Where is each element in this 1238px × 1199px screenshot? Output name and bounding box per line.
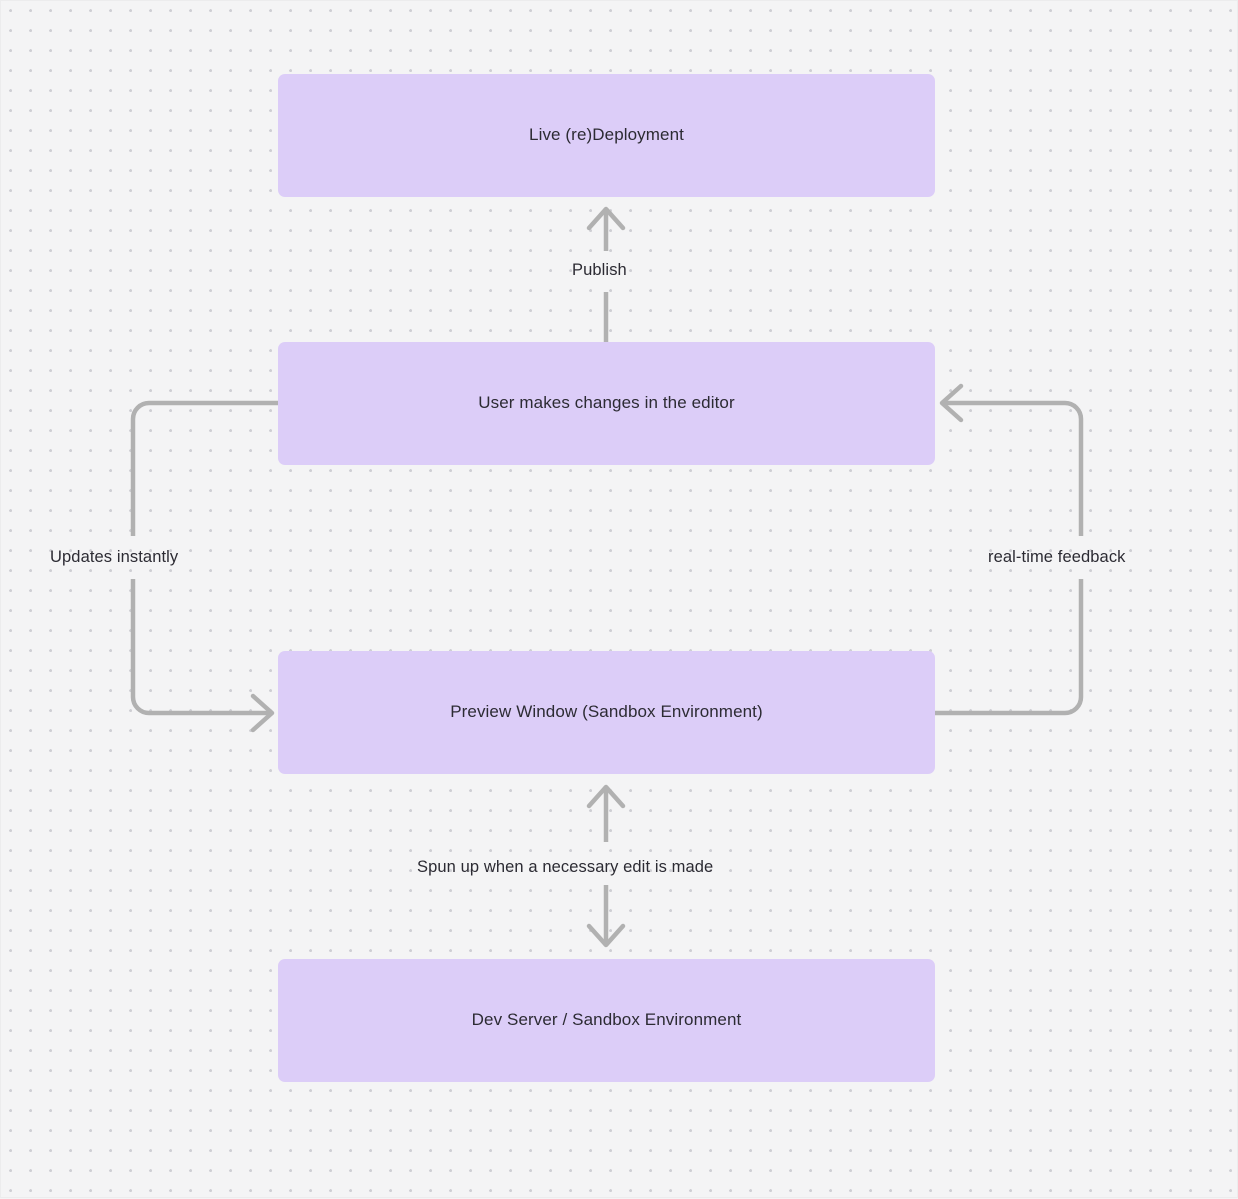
edge-label-updates-instantly: Updates instantly: [50, 548, 179, 566]
edge-label-spun-up: Spun up when a necessary edit is made: [417, 858, 714, 876]
node-dev-server[interactable]: Dev Server / Sandbox Environment: [278, 959, 935, 1082]
edge-label-real-time-feedback: real-time feedback: [988, 548, 1126, 566]
node-live-redeployment[interactable]: Live (re)Deployment: [278, 74, 935, 197]
node-label: User makes changes in the editor: [478, 393, 735, 413]
node-user-makes-changes[interactable]: User makes changes in the editor: [278, 342, 935, 465]
node-label: Live (re)Deployment: [529, 125, 684, 145]
node-label: Preview Window (Sandbox Environment): [450, 702, 763, 722]
node-preview-window[interactable]: Preview Window (Sandbox Environment): [278, 651, 935, 774]
node-label: Dev Server / Sandbox Environment: [471, 1010, 742, 1030]
edge-label-publish: Publish: [572, 261, 627, 279]
